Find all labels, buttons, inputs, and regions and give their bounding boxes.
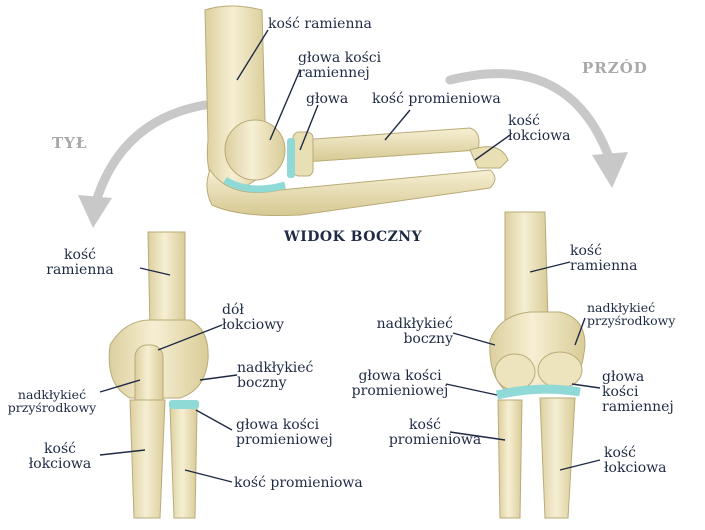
front-label-lateral-line1: nadkłykieć — [376, 316, 453, 332]
direction-front-label: PRZÓD — [582, 59, 648, 77]
back-label-humerus-line1: kość — [64, 247, 96, 263]
arrow-to-front-view — [445, 69, 628, 188]
back-label-ulna-line1: kość — [44, 441, 76, 457]
back-label-radial-head-line2: promieniowej — [236, 432, 333, 448]
front-label-radius-line1: kość — [409, 417, 441, 433]
front-label-ulna-line1: kość — [604, 445, 636, 461]
side-view-title: WIDOK BOCZNY — [284, 229, 423, 245]
back-label-medial-line1: nadkłykieć — [17, 387, 87, 402]
back-label-radius: kość promieniowa — [234, 475, 363, 491]
front-label-humeral-head-line3: ramiennej — [602, 399, 674, 415]
front-label-radius-line2: promieniowa — [388, 432, 482, 448]
side-label-ulna-line2: łokciowa — [508, 128, 571, 144]
front-label-humeral-head-line2: kości — [602, 384, 639, 400]
side-label-head-humerus-line2: ramiennej — [298, 65, 370, 81]
leader-lines — [99, 29, 601, 483]
arrow-to-back-view — [78, 100, 210, 228]
side-view-bones — [204, 5, 509, 217]
front-label-humeral-head-line1: głowa — [602, 369, 645, 385]
side-label-head: głowa — [306, 91, 349, 107]
front-label-radial-head-line2: promieniowej — [351, 383, 449, 399]
side-label-radius: kość promieniowa — [372, 91, 501, 107]
front-label-humerus-line1: kość — [570, 243, 602, 259]
front-label-lateral-line2: boczny — [403, 331, 453, 347]
back-label-radial-head-line1: głowa kości — [236, 417, 320, 433]
back-label-medial-line2: przyśrodkowy — [7, 400, 97, 415]
back-label-ulna-line2: łokciowa — [28, 456, 92, 472]
side-label-ulna-line1: kość — [508, 113, 540, 129]
back-label-lateral-line2: boczny — [237, 375, 287, 391]
direction-back-label: TYŁ — [52, 134, 88, 152]
back-label-lateral-line1: nadkłykieć — [237, 360, 314, 376]
back-label-fossa-line2: łokciowy — [222, 317, 285, 333]
front-view-bones — [489, 211, 586, 519]
front-label-medial-line1: nadkłykieć — [587, 300, 656, 315]
back-label-fossa-line1: dół — [222, 302, 244, 318]
front-label-ulna-line2: łokciowa — [604, 460, 667, 476]
front-label-radial-head-line1: głowa kości — [358, 368, 442, 384]
front-label-humerus-line2: ramienna — [570, 258, 638, 274]
side-label-humerus: kość ramienna — [268, 16, 372, 32]
side-label-head-humerus-line1: głowa kości — [298, 50, 382, 66]
back-label-humerus-line2: ramienna — [46, 262, 114, 278]
front-label-medial-line2: przyśrodkowy — [587, 313, 676, 328]
